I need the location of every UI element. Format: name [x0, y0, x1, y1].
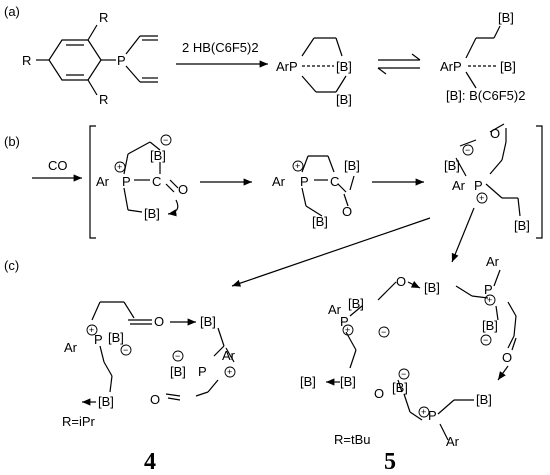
compound-4-number: 4: [144, 449, 156, 475]
frustrated-lewis-pair-ring: [301, 37, 347, 93]
o-label-5c: O: [374, 386, 384, 401]
p-label-3: P: [474, 178, 483, 193]
arp-label-2: ArP: [440, 59, 462, 74]
borane-label-5: [B]: [150, 148, 166, 163]
minus-charge-4b: −: [175, 351, 180, 361]
co-label: CO: [48, 158, 68, 173]
minus-charge-5b: −: [483, 335, 488, 345]
ar-label-3: Ar: [452, 178, 466, 193]
plus-charge-5a: +: [345, 325, 350, 335]
aryl-phosphine: [36, 24, 158, 96]
borane-label-17: [B]: [482, 318, 498, 333]
plus-charge-5c: +: [421, 407, 426, 417]
plus-charge-4a: +: [89, 325, 94, 335]
minus-charge-5c: −: [401, 369, 406, 379]
borane-label-13: [B]: [170, 364, 186, 379]
minus-charge-1: −: [163, 135, 168, 145]
equilibrium-arrows: [377, 53, 421, 75]
phosphorus-label: P: [117, 53, 126, 68]
reagent-label: 2 HB(C6F5)2: [182, 40, 259, 55]
ar-label-5b: Ar: [486, 254, 500, 269]
borane-label-19: [B]: [340, 374, 356, 389]
panel-label-a: (a): [4, 4, 20, 19]
r-label-left: R: [22, 53, 31, 68]
arp-label-1: ArP: [276, 59, 298, 74]
minus-charge-5a: −: [381, 327, 386, 337]
compound-5-number: 5: [384, 449, 396, 475]
compound-5-structure: [326, 269, 517, 441]
borane-label-15: [B]: [348, 296, 364, 311]
arrow-to-5: [451, 207, 475, 263]
plus-charge-3: +: [479, 193, 484, 203]
borane-label-21: [B]: [392, 380, 408, 395]
ar-label-4b: Ar: [222, 348, 236, 363]
borane-label-2: [B]: [336, 92, 352, 107]
o-label-5b: O: [502, 350, 512, 365]
phosphonium-borate: [455, 123, 521, 217]
c-label-2: C: [330, 174, 339, 189]
plus-charge-1: +: [117, 162, 122, 172]
panel-label-b: (b): [4, 134, 20, 149]
ar-label-1: Ar: [96, 174, 110, 189]
borane-label-20: [B]: [300, 374, 316, 389]
r-label-bottom: R: [99, 92, 108, 107]
r-label-top: R: [99, 10, 108, 25]
borane-definition: [B]: B(C6F5)2: [446, 88, 525, 103]
p-label-5a: P: [340, 314, 349, 329]
borane-label-10: [B]: [514, 218, 530, 233]
plus-charge-2: +: [295, 161, 300, 171]
bracket-right: [536, 125, 543, 239]
c-label-1: C: [152, 174, 161, 189]
plus-charge-5b: +: [487, 295, 492, 305]
ar-label-5a: Ar: [328, 302, 342, 317]
p-label-1: P: [122, 174, 131, 189]
borane-label-4: [B]: [500, 59, 516, 74]
compound-5-substituent: R=tBu: [334, 432, 371, 447]
borane-label-9: [B]: [444, 158, 460, 173]
borane-label-12: [B]: [108, 330, 124, 345]
borane-label-11: [B]: [200, 314, 216, 329]
bracket-left: [89, 125, 96, 239]
borane-label-18: [B]: [476, 392, 492, 407]
plus-charge-4b: +: [227, 367, 232, 377]
borane-label-7: [B]: [344, 158, 360, 173]
o-label-4b: O: [150, 392, 160, 407]
arrow-to-4: [231, 217, 431, 287]
borane-label-6: [B]: [144, 206, 160, 221]
borane-label-14: [B]: [98, 394, 114, 409]
ar-label-4a: Ar: [64, 340, 78, 355]
o-label-4a: O: [154, 314, 164, 329]
carbonyl-intermediate: [114, 134, 179, 217]
open-borane-adduct: [465, 25, 501, 89]
compound-4-substituent: R=iPr: [62, 414, 96, 429]
o-label-2: O: [342, 204, 352, 219]
o-label-5a: O: [396, 274, 406, 289]
o-label-3: O: [490, 126, 500, 141]
p-label-2: P: [300, 174, 309, 189]
panel-label-c: (c): [4, 258, 19, 273]
p-label-5c: P: [428, 408, 437, 423]
borane-label-1: [B]: [336, 59, 352, 74]
ar-label-2: Ar: [272, 174, 286, 189]
cyclic-intermediate: [292, 155, 355, 217]
borane-label-3: [B]: [498, 10, 514, 25]
p-label-4a: P: [94, 332, 103, 347]
minus-charge-3: −: [465, 145, 470, 155]
compound-4-structure: [82, 301, 236, 406]
ar-label-5c: Ar: [446, 434, 460, 449]
borane-label-16: [B]: [424, 280, 440, 295]
borane-label-8: [B]: [312, 214, 328, 229]
minus-charge-4a: −: [123, 345, 128, 355]
o-label-1: O: [178, 182, 188, 197]
p-label-4b: P: [198, 364, 207, 379]
p-label-5b: P: [484, 282, 493, 297]
